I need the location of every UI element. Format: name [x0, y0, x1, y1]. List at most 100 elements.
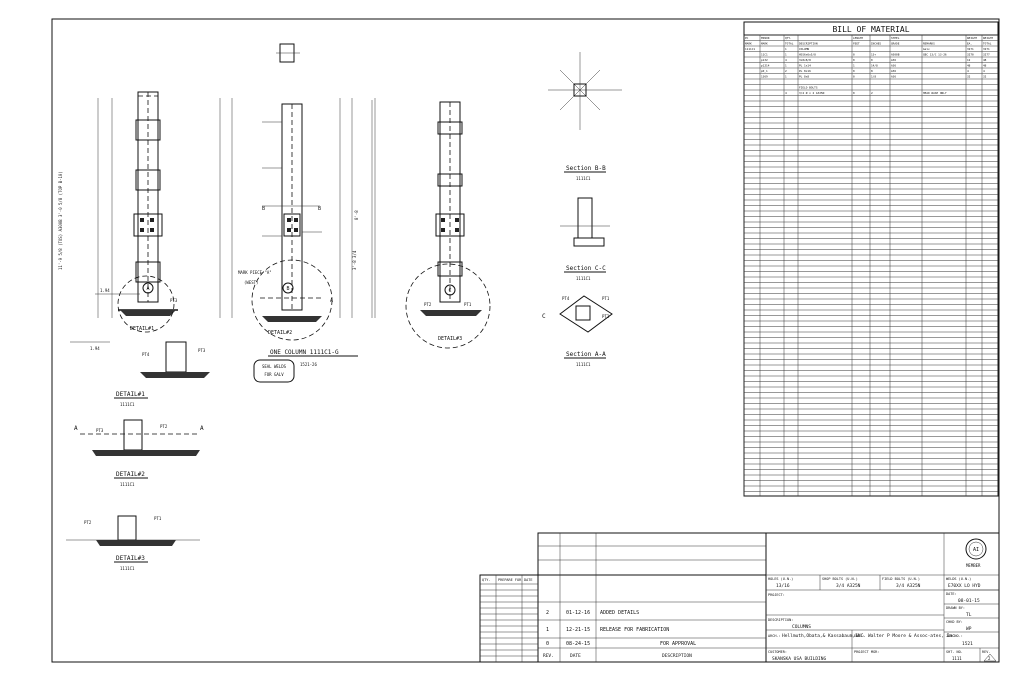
- bom-row-cell: p1214: [761, 64, 770, 68]
- d1-pt3: PT3: [198, 348, 206, 353]
- d1-pt4: PT4: [142, 352, 150, 357]
- bom-row-cell: p0_1: [761, 69, 768, 73]
- column-elevation-2: B B A B DETAIL#2 MARK PIECE "A" (WEST) 8…: [219, 43, 376, 383]
- bom-row-cell: 48: [983, 58, 987, 62]
- description-label: DESCRIPTION:: [768, 618, 793, 622]
- bom-header-cell: STEEL: [891, 36, 900, 40]
- detail3-ref: 1111C1: [120, 566, 135, 571]
- bom-header-cell: TOTAL: [785, 42, 794, 46]
- d3-pt2: PT2: [84, 520, 92, 525]
- bom-row-cell: 1: [785, 75, 787, 79]
- column-elevation-3: C DETAIL#3 PT2 PT1: [371, 100, 491, 349]
- bom-row-cell: 0: [853, 53, 855, 57]
- svg-text:C: C: [448, 288, 451, 294]
- rev-triangle-icon: [983, 653, 997, 662]
- member-label: MEMBER: [966, 563, 981, 568]
- bom-row-cell: 3271: [983, 47, 990, 51]
- bom-row-cell: PL 8x8: [799, 75, 809, 79]
- bom-row-cell: 48: [967, 64, 971, 68]
- desc-col-label: DESCRIPTION: [662, 653, 692, 659]
- date2-label: DATE:: [946, 592, 957, 596]
- title-block: QTY. PREPARE FOR DATE 2 01-12-16 ADDED D…: [479, 532, 1000, 663]
- detail-1-view: 1.94 PT3 PT4 DETAIL#1 1111C1: [70, 341, 210, 407]
- arch-label: ARCH.:: [768, 634, 781, 638]
- d2-a-left: A: [74, 425, 78, 432]
- rev-col-label: REV.: [543, 653, 554, 659]
- rev1-date: 12-21-15: [566, 627, 590, 633]
- bom-header-cell: MARK: [761, 42, 768, 46]
- section-bb-ref: 1111C1: [576, 176, 591, 181]
- section-aa-ref: 1111C1: [576, 362, 591, 367]
- bom-header-cell: GRADE: [891, 42, 900, 46]
- rev2-num: 2: [546, 610, 549, 616]
- rev-hdr-qty: QTY.: [482, 578, 490, 582]
- sec-a-pt2: PT2: [602, 314, 610, 319]
- bom-row-cell: A36: [891, 69, 896, 73]
- sec-a-pt4: PT4: [562, 296, 570, 301]
- section-b-mark-right: B: [318, 206, 321, 212]
- svg-text:A: A: [146, 286, 149, 292]
- sec-a-pt1: PT1: [602, 296, 610, 301]
- section-c-c: Section C-C 1111C1: [560, 197, 610, 281]
- bom-row-cell: PL 8x16: [799, 69, 811, 73]
- section-b-b: Section B-B 1111C1: [548, 52, 622, 181]
- section-a-a: C PT1 PT2 PT4 Section A-A 1111C1: [542, 295, 613, 367]
- job-val: 1521: [962, 641, 973, 647]
- bom-row-cell: 1369: [761, 75, 768, 79]
- bom-header-cell: FEET: [853, 42, 860, 46]
- seal-note-1: SEAL WELDS: [262, 364, 287, 369]
- bom-row-cell: 2: [871, 91, 873, 95]
- bom-row-cell: COLUMN: [799, 47, 809, 51]
- date2-val: 08-01-15: [958, 598, 980, 604]
- d2-a-right: A: [200, 425, 204, 432]
- customer-val: SKANSKA USA BUILDING: [772, 656, 826, 662]
- bom-row-cell: A36: [891, 64, 896, 68]
- detail2-callout: DETAIL#2: [268, 330, 292, 336]
- pt1-col3: PT1: [464, 302, 472, 307]
- drawn-label: DRAWN BY:: [946, 606, 965, 610]
- sheet-border: [51, 18, 1000, 663]
- rev2-date: 01-12-16: [566, 610, 590, 616]
- bom-row-cell: 3271: [967, 47, 974, 51]
- arch-val: Hellmuth,Obata,& Kassabaum,INC.: [782, 633, 866, 639]
- sht-label: SHT. NO.: [946, 650, 963, 654]
- bom-header-cell: EA.: [967, 42, 972, 46]
- member-seal-logo: AI MEMBER: [965, 538, 987, 568]
- detail-2-view: A A PT3 PT2 DETAIL#2 1111C1: [74, 419, 204, 487]
- main-title: ONE COLUMN 1111C1-G: [270, 349, 339, 356]
- mark-piece-label: MARK PIECE "A": [238, 270, 272, 275]
- section-aa-title: Section A-A: [566, 351, 606, 358]
- customer-label: CUSTOMER:: [768, 650, 787, 654]
- rev-no-val: 2: [988, 656, 991, 661]
- bom-row-cell: GBC 13/C 13-26: [923, 53, 947, 57]
- rev0-num: 0: [546, 641, 549, 647]
- section-bb-title: Section B-B: [566, 165, 606, 172]
- detail2-title: DETAIL#2: [116, 471, 145, 478]
- dim-left-text: 11'-9 5/8 (TOS) A300B 3'-0 5/8 (TOP B-10…: [58, 171, 63, 270]
- bom-header-cell: MARK: [745, 42, 752, 46]
- bom-row-cell: 1: [785, 53, 787, 57]
- dim-8: 8'-8: [354, 210, 359, 220]
- bom-row-cell: 8: [871, 69, 873, 73]
- pt3-label: PT3: [170, 298, 178, 303]
- bom-row-cell: 2: [785, 69, 787, 73]
- project-mgr-label: PROJECT MGR:: [854, 650, 879, 654]
- bom-row-cell: 4: [785, 58, 787, 62]
- sec-a-c-mark: C: [542, 313, 546, 320]
- bom-row-cell: 4: [983, 69, 985, 73]
- chkd-val: WP: [966, 626, 972, 632]
- bom-row-cell: 3277: [983, 53, 990, 57]
- bom-header-cell: INCHES: [871, 42, 881, 46]
- holes-label: HOLES (U.N.): [768, 577, 793, 581]
- sht-val: 1111: [952, 656, 962, 661]
- bom-row-cell: 0: [853, 91, 855, 95]
- rev2-desc: ADDED DETAILS: [600, 610, 639, 616]
- west-label: (WEST): [244, 280, 258, 285]
- bom-row-cell: 3x8x8/8: [799, 58, 811, 62]
- bom-row-cell: 0: [853, 75, 855, 79]
- detail3-callout: DETAIL#3: [438, 336, 462, 342]
- section-a-mark: A: [330, 298, 333, 304]
